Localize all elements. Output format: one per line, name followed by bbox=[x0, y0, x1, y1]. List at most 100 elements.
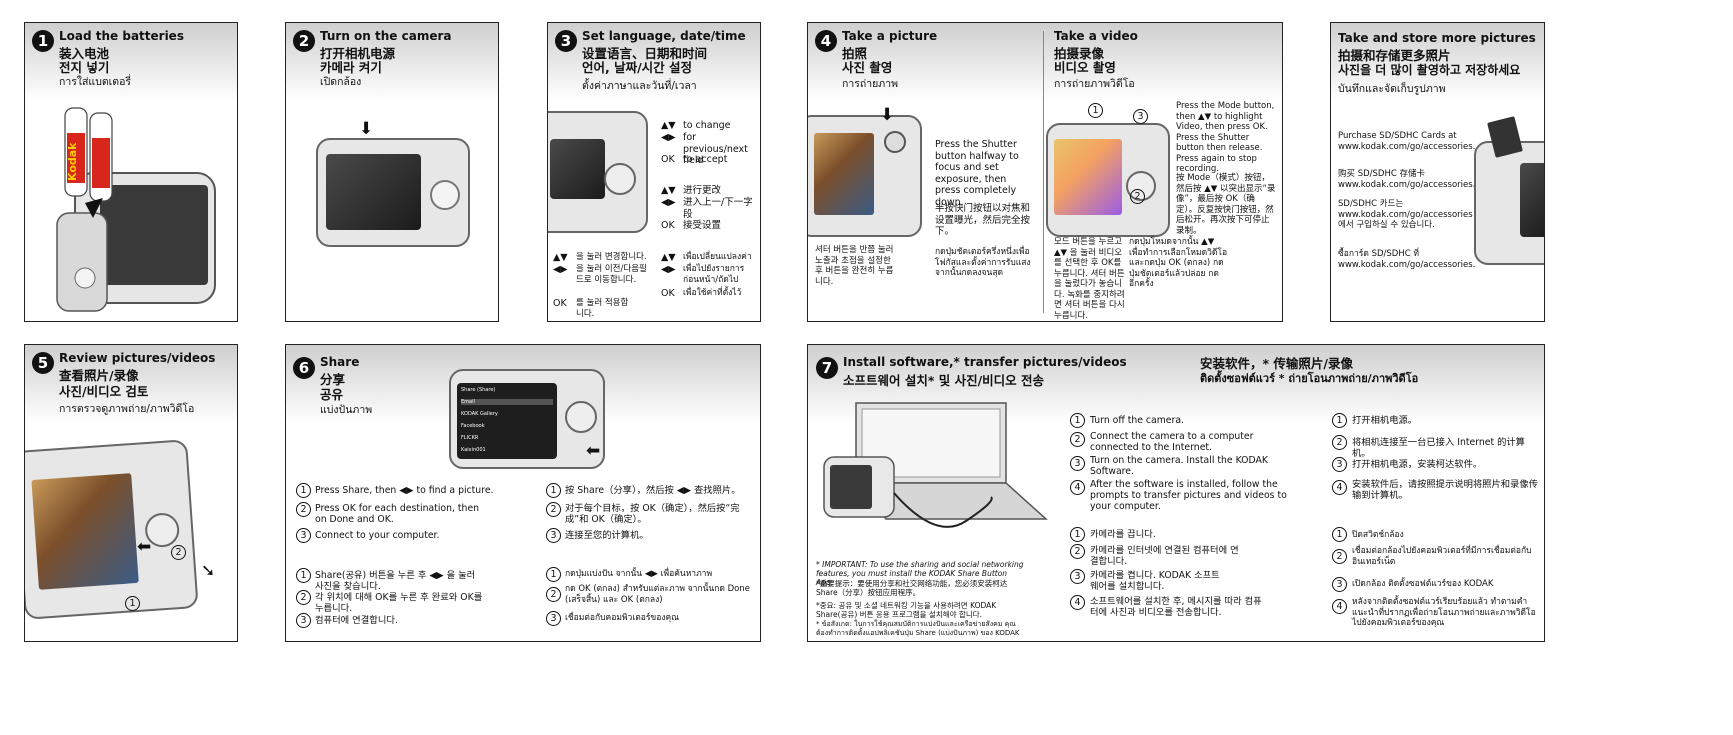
step-num-1: 1 bbox=[296, 483, 311, 498]
control-dial-icon bbox=[430, 180, 460, 210]
callout-2: 2 bbox=[171, 545, 186, 560]
step-num-1: 1 bbox=[1070, 413, 1085, 428]
step-num-1: 1 bbox=[546, 567, 561, 582]
note-zh: *重要提示：要使用分享和社交网络功能，您必须安装柯达 Share（分享）按钮应用… bbox=[816, 579, 1008, 597]
ko-step-4: 소프트웨어를 설치한 후, 메시지를 따라 컴퓨터에 사진과 비디오를 전송합니… bbox=[1090, 596, 1262, 618]
step-number: 7 bbox=[816, 357, 838, 379]
camera-picture-illustration bbox=[808, 115, 922, 237]
step-num-3: 3 bbox=[296, 528, 311, 543]
title-ko: 사진 촬영 bbox=[842, 60, 893, 75]
panel-header bbox=[25, 345, 237, 423]
column-divider bbox=[1043, 31, 1044, 313]
purchase-ko: SD/SDHC 카드는 www.kodak.com/go/accessories… bbox=[1338, 199, 1473, 230]
key-up-down: ▲▼ bbox=[661, 185, 676, 196]
ko-step-1: 카메라를 끕니다. bbox=[1090, 529, 1156, 540]
callout-2: 2 bbox=[1130, 189, 1145, 204]
video-title-th: การถ่ายภาพวิดีโอ bbox=[1054, 78, 1135, 90]
battery-brand: Kodak bbox=[66, 142, 79, 181]
th-row-field: เพื่อไปยังรายการก่อนหน้า/ถัดไป bbox=[683, 264, 745, 285]
camera-photo-review bbox=[31, 473, 139, 590]
callout-3: 3 bbox=[1133, 109, 1148, 124]
step-num-4: 4 bbox=[1332, 599, 1347, 614]
step-num-3: 3 bbox=[296, 613, 311, 628]
zh-row-field: 进入上一/下一字段 bbox=[683, 197, 753, 220]
step-number: 3 bbox=[555, 30, 577, 52]
camera-video-preview bbox=[1054, 139, 1122, 215]
panel-review: 5 Review pictures/videos 查看照片/录像 사진/비디오 … bbox=[24, 344, 238, 642]
en-step-2: Press OK for each destination, then on D… bbox=[315, 503, 480, 525]
title-zh: 安装软件，* 传输照片/录像 bbox=[1200, 356, 1353, 371]
video-text-en: Press the Mode button, then ▲▼ to highli… bbox=[1176, 101, 1275, 174]
step-num-4: 4 bbox=[1070, 595, 1085, 610]
step-num-2: 2 bbox=[1070, 432, 1085, 447]
step-num-1: 1 bbox=[1332, 413, 1347, 428]
key-ok: OK bbox=[661, 288, 675, 299]
panel-turn-on: 2 Turn on the camera 打开相机电源 카메라 켜기 เปิดก… bbox=[285, 22, 499, 322]
title-ko: 언어, 날짜/시간 설정 bbox=[582, 60, 693, 75]
step-number: 4 bbox=[815, 30, 837, 52]
step-num-1: 1 bbox=[1332, 527, 1347, 542]
laptop-camera-illustration bbox=[823, 402, 1048, 528]
th-row-accept: เพื่อใช้ค่าที่ตั้งไว้ bbox=[683, 288, 742, 298]
key-ok: OK bbox=[553, 298, 567, 309]
step-num-3: 3 bbox=[1332, 577, 1347, 592]
ko-step-2: 각 위치에 대해 OK를 누른 후 완료와 OK를 누릅니다. bbox=[315, 592, 483, 614]
panel-store-pictures: Take and store more pictures 拍摄和存储更多照片 사… bbox=[1330, 22, 1545, 322]
control-dial-icon bbox=[604, 163, 636, 195]
shutter-button-icon bbox=[884, 131, 906, 153]
note-th: * ข้อสังเกต: ในการใช้คุณสมบัติการแบ่งปัน… bbox=[816, 620, 1020, 637]
th-row-change: เพื่อเปลี่ยนแปลงค่า bbox=[683, 252, 752, 262]
panel-set-language: 3 Set language, date/time 设置语言、日期和时间 언어,… bbox=[547, 22, 761, 322]
press-arrow-icon: ⬇ bbox=[880, 105, 895, 125]
th-step-2: กด OK (ตกลง) สำหรับแต่ละภาพ จากนั้นกด Do… bbox=[565, 584, 750, 605]
battery-camera-illustration: Kodak bbox=[56, 107, 216, 312]
share-menu-item: KODAK Gallery bbox=[461, 411, 498, 417]
step-num-1: 1 bbox=[1070, 527, 1085, 542]
panel-load-batteries: 1 Load the batteries 装入电池 전지 넣기 การใส่แบ… bbox=[24, 22, 238, 322]
title-zh: 拍摄和存储更多照片 bbox=[1338, 48, 1451, 63]
title-th: การใส่แบตเตอรี่ bbox=[59, 76, 132, 88]
ko-row-accept: 를 눌러 적용합니다. bbox=[576, 298, 629, 319]
share-button-arrow-icon: ⬅ bbox=[586, 441, 601, 461]
step-num-3: 3 bbox=[546, 528, 561, 543]
title-zh: 拍照 bbox=[842, 46, 868, 61]
en-step-1: Press Share, then ◀▶ to find a picture. bbox=[315, 485, 494, 496]
camera-sd-illustration bbox=[1474, 141, 1544, 265]
title-th: การถ่ายภาพ bbox=[842, 78, 899, 90]
camera-back-illustration bbox=[548, 111, 648, 233]
step-num-2: 2 bbox=[1332, 549, 1347, 564]
step-number: 6 bbox=[293, 357, 315, 379]
en-step-4: After the software is installed, follow … bbox=[1090, 479, 1287, 512]
title-en: Take a picture bbox=[842, 29, 938, 43]
picture-text-ko: 셔터 버튼을 반쯤 눌러 노출과 초점을 설정한 후 버튼을 완전히 누릅니다. bbox=[815, 245, 894, 287]
picture-text-th: กดปุ่มชัตเตอร์ครึ่งหนึ่งเพื่อโฟกัสและตั้… bbox=[935, 247, 1031, 278]
panel-share: 6 Share 分享 공유 แบ่งปันภาพ Share (Share) E… bbox=[285, 344, 761, 642]
title-th: ติดตั้งซอฟต์แวร์ * ถ่ายโอนภาพถ่าย/ภาพวิด… bbox=[1200, 372, 1419, 385]
key-left-right: ◀▶ bbox=[661, 132, 676, 143]
purchase-en: Purchase SD/SDHC Cards at www.kodak.com/… bbox=[1338, 131, 1476, 152]
video-text-zh: 按 Mode（模式）按钮，然后按 ▲▼ 以突出显示“录像”，最后按 OK（确定）… bbox=[1176, 173, 1276, 236]
panel-take-picture-video: 4 Take a picture 拍照 사진 촬영 การถ่ายภาพ ⬇ P… bbox=[807, 22, 1283, 322]
ko-step-3: 컴퓨터에 연결합니다. bbox=[315, 615, 398, 626]
step-num-2: 2 bbox=[546, 502, 561, 517]
zh-row-change: 进行更改 bbox=[683, 185, 722, 196]
note-en: * IMPORTANT: To use the sharing and soci… bbox=[816, 560, 1024, 587]
en-row-accept: to accept bbox=[683, 154, 728, 165]
control-dial-icon bbox=[565, 401, 597, 433]
th-step-1: ปิดสวิตช์กล้อง bbox=[1352, 530, 1404, 540]
en-step-3: Connect to your computer. bbox=[315, 530, 440, 541]
title-en: Take and store more pictures bbox=[1338, 31, 1536, 45]
camera-review-illustration bbox=[25, 439, 199, 620]
title-th: เปิดกล้อง bbox=[320, 76, 362, 88]
title-th: การตรวจดูภาพถ่าย/ภาพวิดีโอ bbox=[59, 403, 195, 415]
key-ok: OK bbox=[661, 154, 675, 165]
th-step-2: เชื่อมต่อกล้องไปยังคอมพิวเตอร์ที่มีการเช… bbox=[1352, 546, 1532, 567]
title-th: บันทึกและจัดเก็บรูปภาพ bbox=[1338, 83, 1446, 95]
title-ko: 카메라 켜기 bbox=[320, 60, 382, 75]
camera-photo-preview bbox=[814, 133, 874, 215]
panel-header bbox=[808, 23, 1282, 101]
right-arrow-icon: ➘ bbox=[201, 561, 216, 581]
title-en: Review pictures/videos bbox=[59, 351, 216, 365]
video-title-en: Take a video bbox=[1054, 29, 1138, 43]
step-num-2: 2 bbox=[546, 587, 561, 602]
